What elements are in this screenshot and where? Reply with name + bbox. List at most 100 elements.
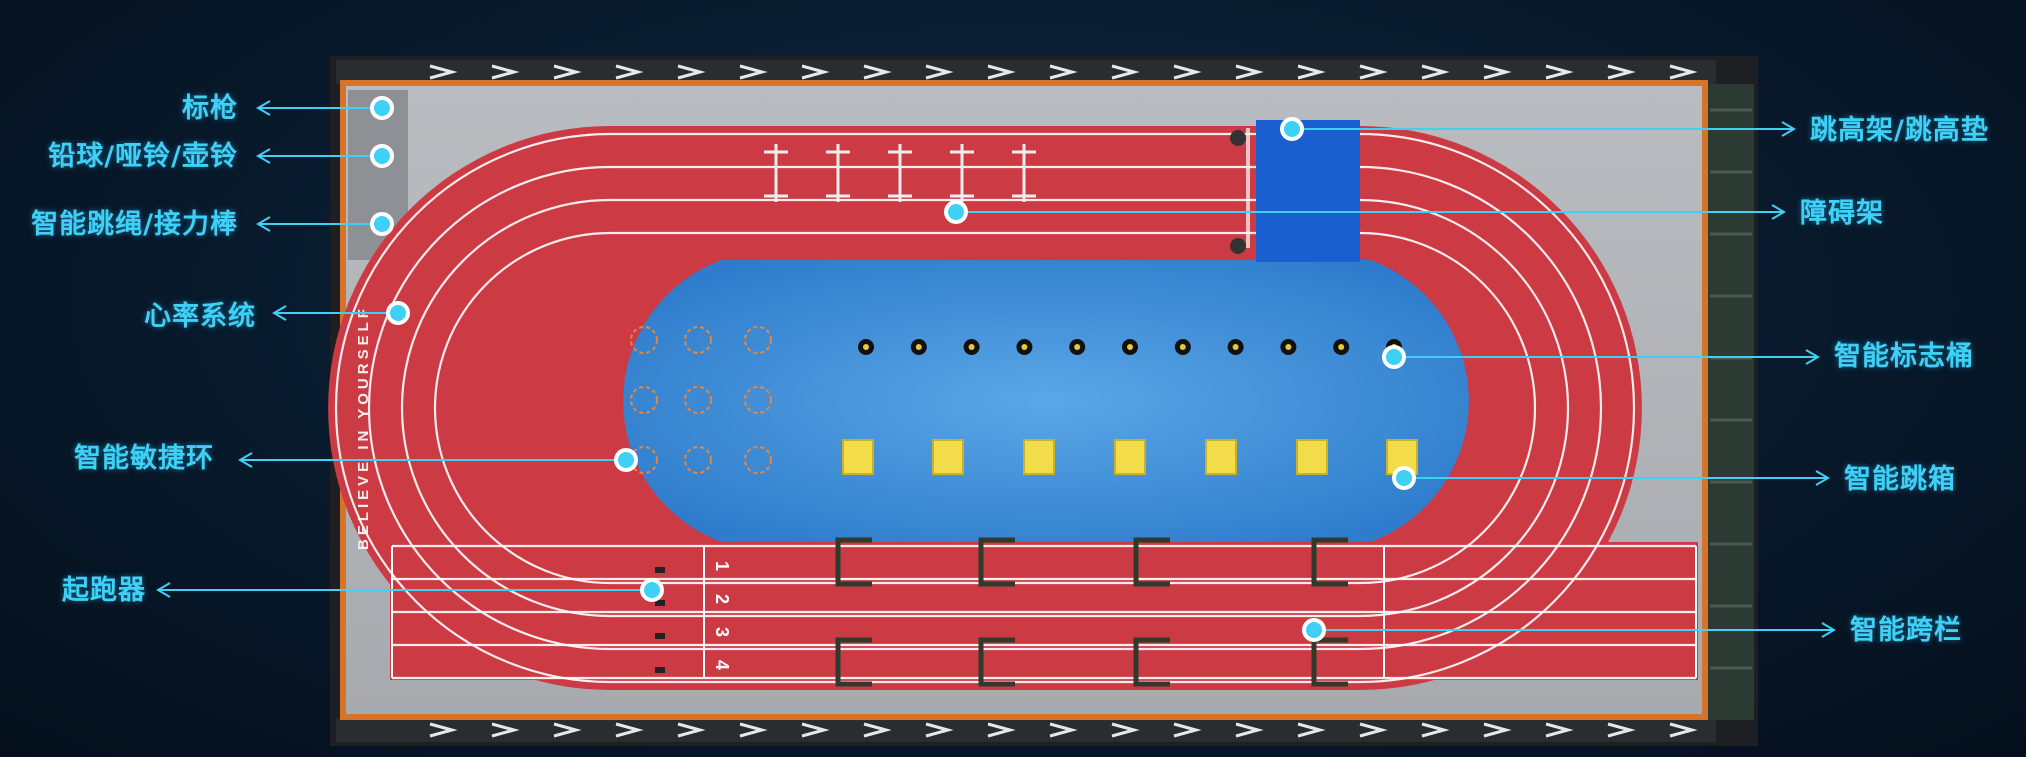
callout-dot bbox=[374, 148, 390, 164]
chevron bbox=[863, 64, 892, 80]
chevron bbox=[491, 64, 520, 80]
callout-arrow bbox=[156, 582, 171, 598]
hurdle-racks bbox=[764, 144, 1036, 202]
window-mullions bbox=[1710, 108, 1752, 670]
hurdle bbox=[1311, 537, 1348, 587]
chevron bbox=[739, 722, 768, 738]
hurdle bbox=[978, 537, 1015, 587]
label-shotput: 铅球/哑铃/壶铃 bbox=[48, 141, 238, 172]
callout-arrow bbox=[256, 100, 271, 116]
starting-block bbox=[655, 633, 665, 639]
cone-top bbox=[1338, 344, 1345, 350]
chevron bbox=[1297, 64, 1326, 80]
chevron bbox=[1111, 64, 1140, 80]
plyo-box bbox=[1114, 439, 1146, 475]
agility-ring bbox=[684, 326, 712, 354]
chevron bbox=[925, 722, 954, 738]
chevron bbox=[1545, 64, 1574, 80]
agility-ring bbox=[630, 386, 658, 414]
chevron bbox=[429, 722, 458, 738]
callout-dot bbox=[618, 452, 634, 468]
chevron bbox=[615, 64, 644, 80]
lane-line bbox=[433, 231, 1537, 585]
plyo-box bbox=[1296, 439, 1328, 475]
agility-ring bbox=[684, 386, 712, 414]
high-jump-standard-bottom bbox=[1230, 238, 1246, 254]
callout-arrow bbox=[272, 305, 287, 321]
callout-dot bbox=[644, 582, 660, 598]
chevron bbox=[801, 64, 830, 80]
cone-top bbox=[1285, 344, 1292, 350]
high-jump-bar bbox=[1246, 128, 1250, 248]
building-wall-bottom bbox=[336, 718, 1716, 742]
callout-arrow bbox=[1781, 121, 1796, 137]
chevron bbox=[739, 64, 768, 80]
callout-lines bbox=[156, 96, 1836, 642]
chevron bbox=[1173, 64, 1202, 80]
plyo-box bbox=[842, 439, 874, 475]
label-hurdle-rack: 障碍架 bbox=[1800, 198, 1884, 229]
label-hurdle: 智能跨栏 bbox=[1850, 615, 1962, 646]
chevron bbox=[615, 722, 644, 738]
chevron bbox=[1483, 722, 1512, 738]
agility-ring bbox=[744, 446, 772, 474]
callout-arrow bbox=[238, 452, 253, 468]
label-heartrate: 心率系统 bbox=[144, 301, 256, 332]
agility-ring bbox=[744, 326, 772, 354]
wall-slogan: BELIEVE IN YOURSELF bbox=[355, 305, 372, 550]
chevron bbox=[1359, 722, 1388, 738]
hurdle bbox=[1311, 637, 1348, 687]
chevron bbox=[1483, 64, 1512, 80]
lane-number: 1 bbox=[712, 561, 732, 571]
chevron bbox=[1421, 64, 1450, 80]
label-cone: 智能标志桶 bbox=[1834, 341, 1974, 372]
starting-block bbox=[655, 600, 665, 606]
hurdle bbox=[978, 637, 1015, 687]
chevron bbox=[429, 64, 458, 80]
hurdle bbox=[1133, 537, 1170, 587]
callout-dot bbox=[948, 204, 964, 220]
hurdle bbox=[1133, 637, 1170, 687]
chevron bbox=[863, 722, 892, 738]
chevron bbox=[1607, 722, 1636, 738]
agility-ring bbox=[630, 326, 658, 354]
chevron bbox=[1235, 722, 1264, 738]
chevron bbox=[553, 722, 582, 738]
chevron bbox=[801, 722, 830, 738]
chevron bbox=[987, 722, 1016, 738]
chevron bbox=[1111, 722, 1140, 738]
callout-dot bbox=[1386, 349, 1402, 365]
chevron bbox=[1545, 722, 1574, 738]
chevron bbox=[677, 64, 706, 80]
straight-lane-lines bbox=[391, 544, 1697, 680]
callout-arrow bbox=[1821, 622, 1836, 638]
callout-arrow bbox=[1815, 470, 1830, 486]
callout-arrow bbox=[1771, 204, 1786, 220]
high-jump-standard-top bbox=[1230, 130, 1246, 146]
cone-top bbox=[1179, 344, 1186, 350]
callout-dot bbox=[374, 100, 390, 116]
chevron bbox=[1359, 64, 1388, 80]
chevron bbox=[1173, 722, 1202, 738]
lane-lines bbox=[334, 132, 1636, 684]
cone-top bbox=[1021, 344, 1028, 350]
starting-block bbox=[655, 567, 665, 573]
lane-numbers: 1 2 3 4 bbox=[712, 561, 732, 670]
cone-top bbox=[1127, 344, 1133, 350]
cone-top bbox=[863, 344, 869, 350]
chevron bbox=[1421, 722, 1450, 738]
callout-dot bbox=[1284, 121, 1300, 137]
cone-top bbox=[1074, 344, 1081, 350]
agility-rings bbox=[630, 326, 772, 474]
chevron bbox=[1049, 722, 1078, 738]
chevrons-top bbox=[429, 64, 1698, 80]
label-plyo-box: 智能跳箱 bbox=[1844, 464, 1956, 495]
high-jump-mat bbox=[1256, 120, 1360, 262]
agility-ring bbox=[684, 446, 712, 474]
starting-block bbox=[655, 667, 665, 673]
callout-dot bbox=[374, 216, 390, 232]
lane-line bbox=[367, 165, 1603, 651]
hurdle bbox=[835, 637, 872, 687]
